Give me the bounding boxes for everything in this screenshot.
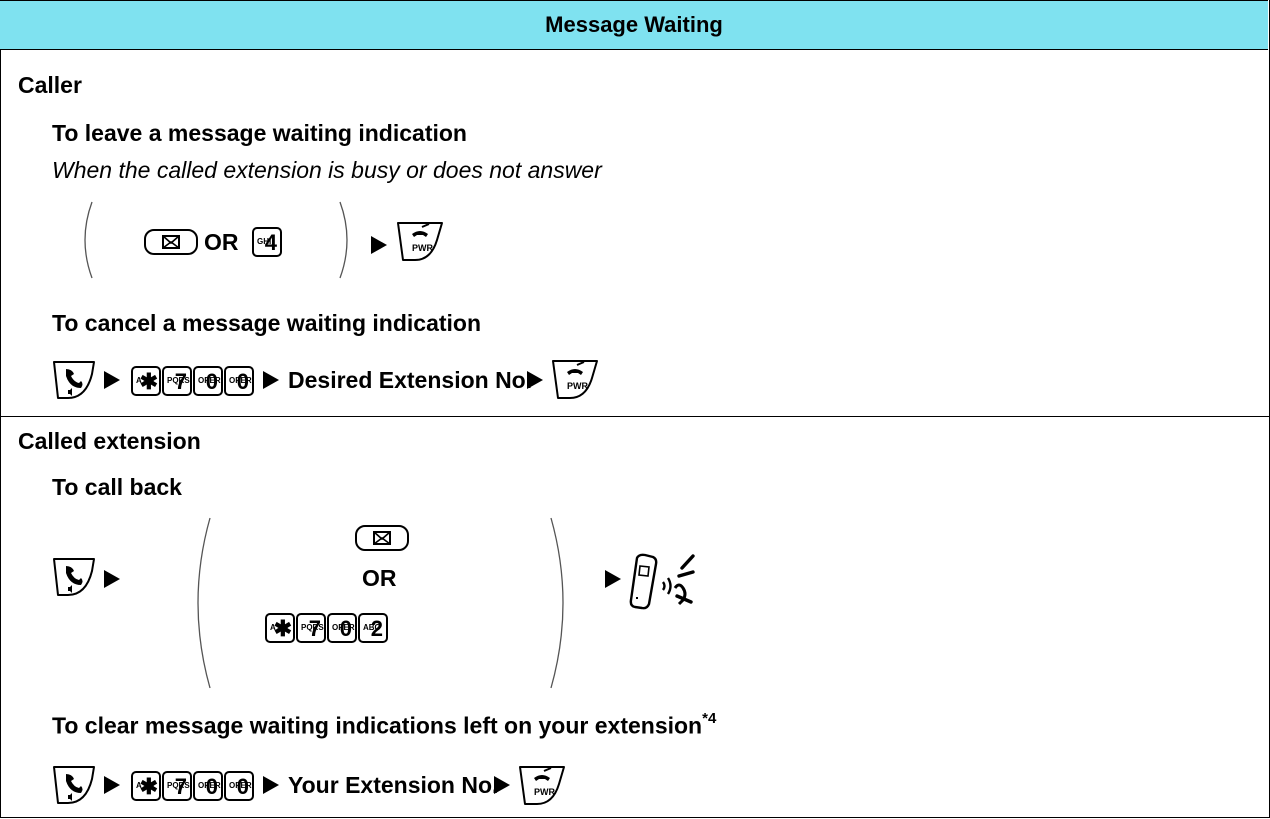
key-letters: A↔a — [270, 623, 289, 632]
clear-indications-text: To clear message waiting indications lef… — [52, 712, 703, 739]
clear-indications-title: To clear message waiting indications lef… — [52, 710, 717, 740]
arrow-icon — [371, 236, 387, 254]
dial-key-4[interactable]: GHI 4 — [252, 227, 282, 257]
key-digit: 0 — [236, 774, 249, 799]
key-letters: OPER — [198, 376, 221, 385]
dial-key-7[interactable]: PQRS 7 — [162, 366, 192, 396]
right-parenthesis — [550, 517, 564, 689]
key-digit: 7 — [174, 774, 187, 799]
section-divider — [0, 416, 1270, 417]
dial-key-7[interactable]: PQRS 7 — [162, 771, 192, 801]
key-letters: A↔a — [136, 781, 155, 790]
svg-text:PWR: PWR — [534, 787, 555, 797]
pwr-off-icon[interactable]: PWR — [395, 220, 445, 264]
key-digit: ✱ — [139, 774, 158, 799]
key-letters: OPER — [332, 623, 355, 632]
key-letters: PQRS — [301, 623, 324, 632]
key-digit: 7 — [308, 616, 321, 641]
pwr-off-icon[interactable]: PWR — [517, 764, 567, 808]
right-parenthesis — [339, 201, 348, 279]
key-digit: 0 — [339, 616, 352, 641]
dial-key-7[interactable]: PQRS 7 — [296, 613, 326, 643]
envelope-icon — [162, 235, 180, 249]
desired-extension-label: Desired Extension No. — [288, 367, 533, 393]
leave-indication-subtitle: When the called extension is busy or doe… — [52, 157, 602, 183]
table-header: Message Waiting — [0, 0, 1268, 50]
svg-text:PWR: PWR — [567, 381, 588, 391]
arrow-icon — [605, 570, 621, 588]
arrow-icon — [263, 776, 279, 794]
key-digit: 0 — [205, 369, 218, 394]
key-digit: ✱ — [273, 616, 292, 641]
handset-speaker-icon[interactable] — [52, 557, 96, 597]
caller-section-label: Caller — [18, 72, 82, 98]
arrow-icon — [527, 371, 543, 389]
dial-key-2[interactable]: ABC 2 — [358, 613, 388, 643]
dial-key-0[interactable]: OPER 0 — [224, 366, 254, 396]
arrow-icon — [104, 570, 120, 588]
key-letters: PQRS — [167, 781, 190, 790]
or-label-1: OR — [204, 229, 239, 255]
handset-talk-icon — [629, 553, 695, 610]
message-key[interactable] — [144, 229, 198, 255]
arrow-icon — [263, 371, 279, 389]
handset-speaker-icon[interactable] — [52, 765, 96, 805]
key-letters: ABC — [363, 623, 381, 632]
left-parenthesis — [84, 201, 93, 279]
call-back-title: To call back — [52, 474, 182, 500]
dial-key-0[interactable]: OPER 0 — [193, 771, 223, 801]
key-letters: OPER — [229, 781, 252, 790]
your-extension-label: Your Extension No. — [288, 772, 499, 798]
key-letters: OPER — [229, 376, 252, 385]
dial-key-0[interactable]: OPER 0 — [327, 613, 357, 643]
envelope-icon — [373, 531, 391, 545]
key-digit: 0 — [236, 369, 249, 394]
dial-key-0[interactable]: OPER 0 — [224, 771, 254, 801]
dial-key-star[interactable]: A↔a ✱ — [265, 613, 295, 643]
key-letters: GHI — [257, 237, 272, 246]
key-digit: ✱ — [139, 369, 158, 394]
key-letters: A↔a — [136, 376, 155, 385]
dial-key-star[interactable]: A↔a ✱ — [131, 771, 161, 801]
dial-key-star[interactable]: A↔a ✱ — [131, 366, 161, 396]
leave-indication-title: To leave a message waiting indication — [52, 120, 467, 146]
key-digit: 4 — [264, 230, 277, 255]
footnote-ref: *4 — [702, 710, 717, 727]
dial-key-0[interactable]: OPER 0 — [193, 366, 223, 396]
left-parenthesis — [197, 517, 211, 689]
called-section-label: Called extension — [18, 428, 201, 454]
or-label-2: OR — [362, 565, 397, 591]
svg-text:PWR: PWR — [412, 243, 433, 253]
message-key[interactable] — [355, 525, 409, 551]
key-letters: OPER — [198, 781, 221, 790]
arrow-icon — [494, 776, 510, 794]
arrow-icon — [104, 371, 120, 389]
key-digit: 0 — [205, 774, 218, 799]
key-letters: PQRS — [167, 376, 190, 385]
key-digit: 2 — [370, 616, 383, 641]
handset-speaker-icon[interactable] — [52, 360, 96, 400]
key-digit: 7 — [174, 369, 187, 394]
pwr-off-icon[interactable]: PWR — [550, 358, 600, 402]
arrow-icon — [104, 776, 120, 794]
cancel-indication-title: To cancel a message waiting indication — [52, 310, 482, 336]
